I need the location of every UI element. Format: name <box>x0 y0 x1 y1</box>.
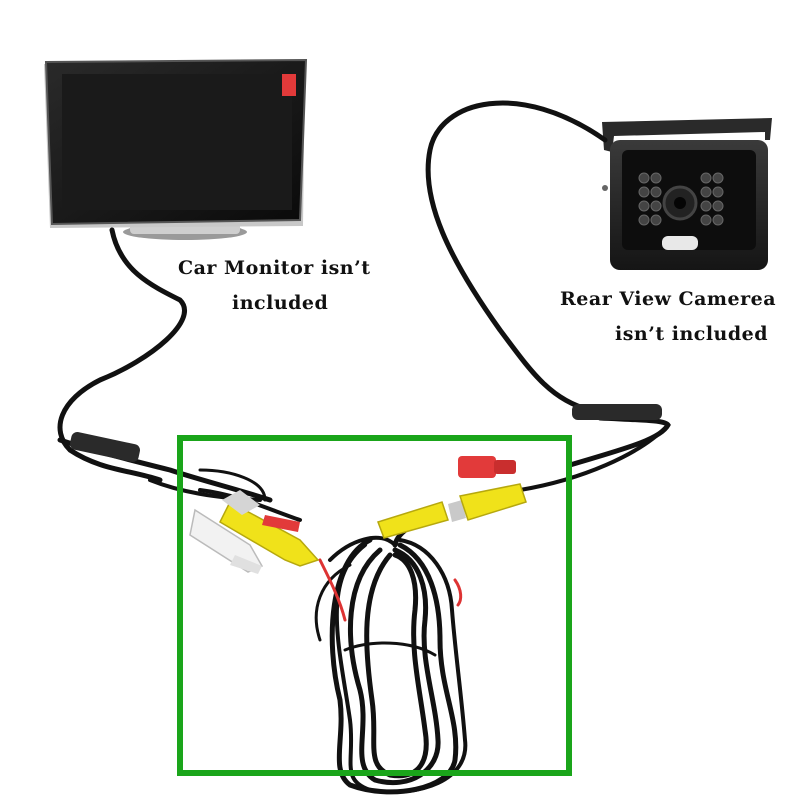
connector-monitor-plug <box>70 432 140 462</box>
highlight-box <box>177 435 572 776</box>
connector-rca-yellow-left <box>219 490 320 567</box>
monitor-caption-line1: Car Monitor isn’t <box>178 257 371 279</box>
car-monitor <box>44 58 308 240</box>
connector-rca-white <box>189 508 264 574</box>
monitor-caption-line2: included <box>232 292 329 314</box>
connector-rca-yellow-right <box>377 483 527 539</box>
camera-caption-line2: isn’t included <box>615 323 769 345</box>
camera-caption-line1: Rear View Camerea <box>560 288 777 310</box>
connector-camera-plug <box>572 404 662 420</box>
connector-power-red <box>262 456 516 532</box>
rear-view-camera <box>602 118 772 270</box>
